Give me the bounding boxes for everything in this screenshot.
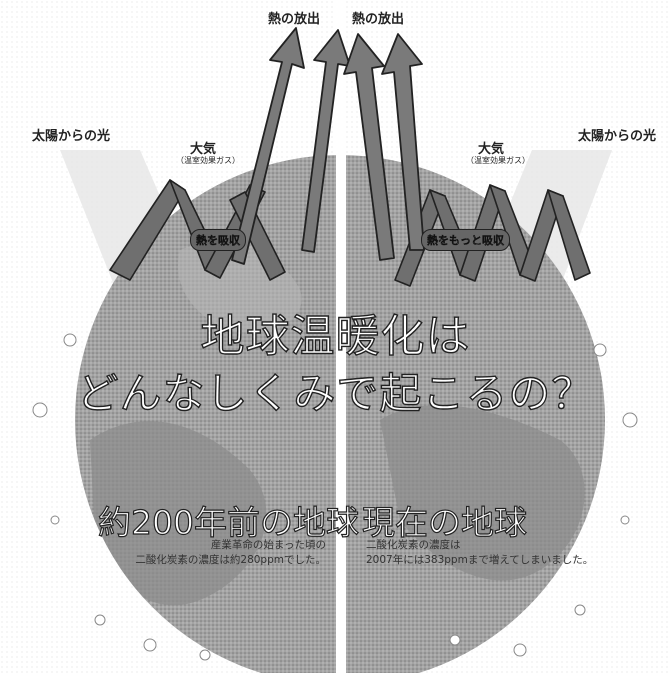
past-earth-description: 産業革命の始まった頃の 二酸化炭素の濃度は約280ppmでした。 [98,538,326,568]
sunlight-label-right: 太陽からの光 [578,129,657,144]
heat-arrow [301,29,351,253]
present-earth-title: 現在の地球 [361,502,527,542]
center-divider [336,0,346,673]
past-desc-line1: 産業革命の始まった頃の [210,539,326,551]
present-desc-line2: 2007年には383ppmまで増えてしまいました。 [366,554,594,566]
atmosphere-label-right: 大気 [478,142,505,157]
droplets [32,333,638,661]
main-title-line2: どんなしくみで起こるの？ [76,368,595,418]
past-desc-line2: 二酸化炭素の濃度は約280ppmでした。 [135,554,326,566]
atmosphere-label-left: 大気 [190,142,217,157]
heat-arrow [231,27,305,265]
heat-release-label-right: 熱の放出 [352,12,405,27]
atmosphere-sublabel-left: （温室効果ガス） [176,156,240,165]
heat-absorb-badge-left: 熱を吸収 [190,229,246,251]
heat-absorb-more-badge-right: 熱をもっと吸収 [421,229,510,251]
present-desc-line1: 二酸化炭素の濃度は [366,539,461,551]
continent-shape [90,421,267,606]
past-earth-title: 約200年前の地球 [97,502,359,542]
main-title-line1: 地球温暖化は [200,310,471,362]
sunlight-label-left: 太陽からの光 [32,129,111,144]
atmosphere-sublabel-right: （温室効果ガス） [466,156,530,165]
heat-release-label-left: 熱の放出 [268,12,321,27]
heat-release-arrows [231,27,425,265]
heat-arrow [343,33,395,261]
present-earth-description: 二酸化炭素の濃度は 2007年には383ppmまで増えてしまいました。 [366,538,593,568]
heat-arrow [381,33,425,251]
continent-shape [380,405,585,581]
